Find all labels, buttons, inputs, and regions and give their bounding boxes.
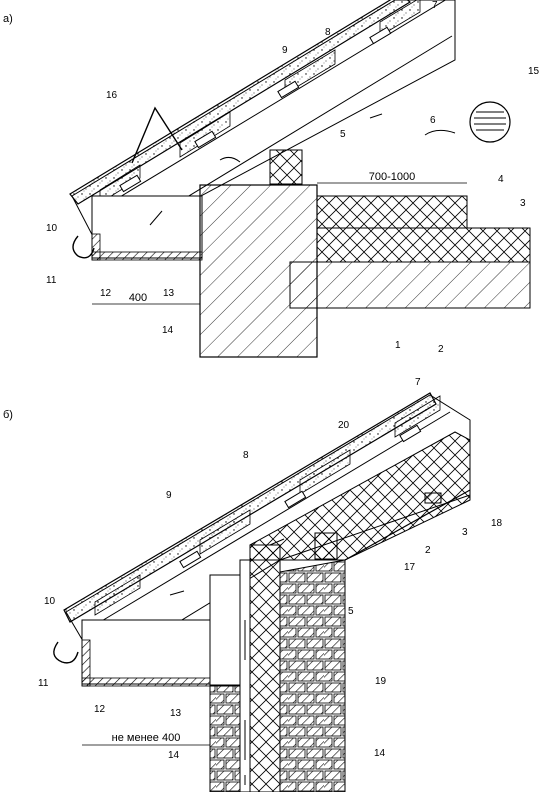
soffit-board-12-b: [81, 677, 211, 687]
battens-a: [119, 26, 392, 193]
sheathing-line-a: [94, 0, 447, 213]
callout-a-14: 14: [162, 325, 174, 336]
callout-b-17: 17: [404, 562, 416, 573]
vent-grille-slats: [474, 111, 506, 131]
callouts-b: 2 3 5 7 8 9 10 11 12 13 14 14 17 18 19 2…: [38, 377, 503, 761]
fascia-board-a: [91, 233, 101, 261]
brick-veneer-14-left: [209, 685, 241, 792]
brick-wall-14-right: [279, 559, 346, 792]
roof-tiles-b: [94, 395, 441, 616]
callout-b-11: 11: [38, 678, 49, 689]
callout-b-20: 20: [338, 420, 350, 431]
figure-a: а): [3, 0, 540, 358]
eave-box-b: [81, 619, 211, 685]
roofing-layer-a: [69, 0, 412, 205]
dimension-eave-a: 400: [129, 292, 147, 304]
callout-b-5: 5: [348, 606, 354, 617]
callout-a-7: 7: [432, 0, 438, 11]
callout-a-6: 6: [430, 115, 436, 126]
airflow-arrows-b: [169, 538, 285, 785]
callout-b-2: 2: [425, 545, 431, 556]
soffit-board-12: [91, 251, 203, 261]
vent-grille-15: [469, 101, 511, 143]
panel-label-b: б): [3, 409, 13, 421]
callout-a-5: 5: [340, 129, 346, 140]
callout-a-8: 8: [325, 27, 331, 38]
callout-a-2: 2: [438, 344, 444, 355]
panel-label-a: а): [3, 13, 13, 25]
gutter-11: [72, 235, 95, 259]
vapor-barrier-2-b: [344, 489, 471, 561]
callout-b-3: 3: [462, 527, 468, 538]
callout-a-3: 3: [520, 198, 526, 209]
insulation-layer-3: [316, 227, 531, 263]
fascia-board-b: [81, 639, 91, 687]
insulation-layer-4: [316, 195, 468, 229]
figure-b: б): [3, 377, 503, 792]
callout-b-19: 19: [375, 676, 387, 687]
callout-b-10: 10: [44, 596, 56, 607]
callout-a-11: 11: [46, 275, 57, 286]
counter-batten-18: [424, 492, 442, 504]
callout-a-13: 13: [163, 288, 175, 299]
gutter-11-b: [53, 641, 79, 664]
callout-a-15: 15: [528, 66, 540, 77]
callout-b-12: 12: [94, 704, 106, 715]
floor-slab-1: [289, 261, 531, 309]
callout-b-14-right: 14: [374, 748, 386, 759]
dimension-gap-a: 700-1000: [369, 171, 416, 183]
airflow-arrows-a: [149, 113, 456, 226]
battens-b: [179, 424, 442, 569]
callout-a-9: 9: [282, 45, 288, 56]
callout-b-14-left: 14: [168, 750, 180, 761]
callout-a-12: 12: [100, 288, 112, 299]
frame-post-b: [209, 574, 241, 686]
callout-b-8: 8: [243, 450, 249, 461]
callouts-a: 1 2 3 4 5 6 7 8 9 10 11 12 13 14 15 16: [46, 0, 540, 355]
mauerlat-5-b: [314, 532, 338, 560]
sheathing-line-b: [89, 411, 451, 629]
snow-guard-16: [131, 106, 183, 164]
callout-a-16: 16: [106, 90, 118, 101]
wall-insulation-19: [249, 544, 281, 792]
callout-a-10: 10: [46, 223, 58, 234]
callout-b-7: 7: [415, 377, 421, 388]
mauerlat-5: [269, 149, 303, 185]
dimension-eave-b: не менее 400: [112, 732, 181, 744]
eave-box-a: [91, 195, 203, 259]
callout-b-13: 13: [170, 708, 182, 719]
callout-b-9: 9: [166, 490, 172, 501]
callout-b-18: 18: [491, 518, 503, 529]
callout-a-4: 4: [498, 174, 504, 185]
callout-a-1: 1: [395, 340, 401, 351]
